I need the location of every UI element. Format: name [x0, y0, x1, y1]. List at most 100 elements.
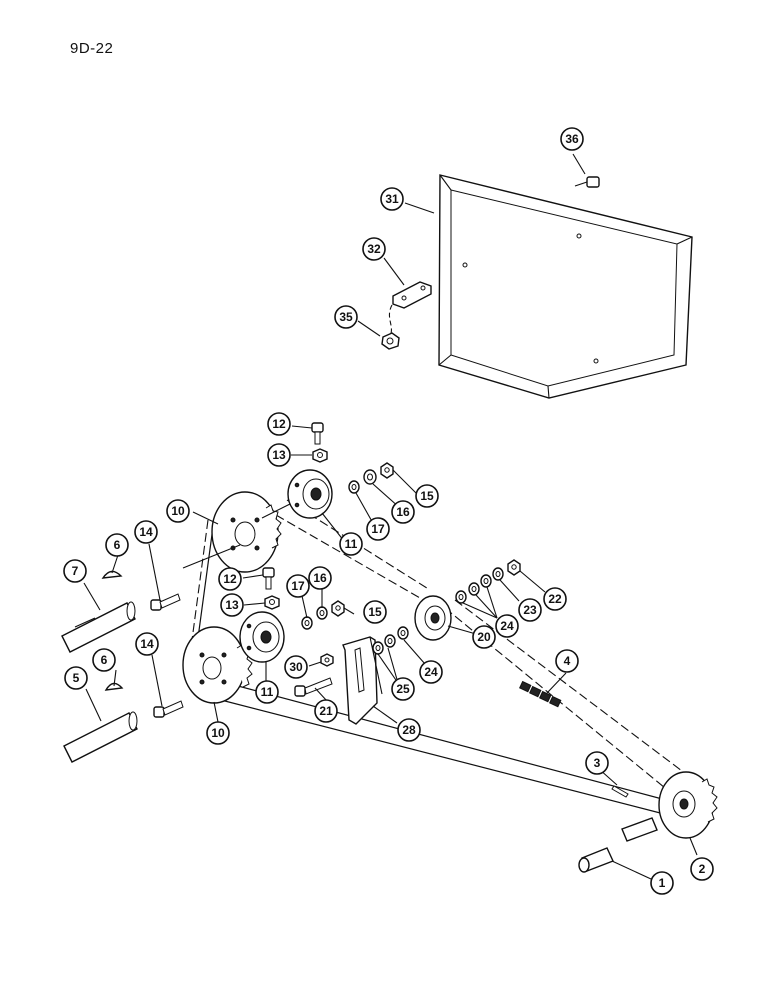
callout-30: 30 [284, 655, 308, 679]
shaft-5 [63, 711, 138, 763]
callout-24-upper: 24 [495, 614, 519, 638]
callout-21: 21 [314, 699, 338, 723]
callout-13-lower: 13 [220, 593, 244, 617]
svg-text:7: 7 [72, 564, 79, 578]
svg-text:3: 3 [594, 756, 601, 770]
svg-text:13: 13 [272, 448, 286, 462]
callout-31: 31 [380, 187, 404, 211]
svg-text:25: 25 [396, 682, 410, 696]
callout-23: 23 [518, 598, 542, 622]
callout-17-lower: 17 [286, 574, 310, 598]
bolt-14-lower [153, 700, 184, 718]
bracket-32 [388, 281, 432, 337]
bolt-12-upper [311, 422, 324, 445]
svg-text:16: 16 [396, 505, 410, 519]
svg-text:17: 17 [291, 579, 305, 593]
svg-text:12: 12 [272, 417, 286, 431]
callout-24-lower: 24 [419, 660, 443, 684]
bolt-12-lower [262, 567, 275, 590]
svg-text:23: 23 [523, 603, 537, 617]
svg-text:1: 1 [659, 876, 666, 890]
svg-text:35: 35 [339, 310, 353, 324]
svg-text:11: 11 [261, 685, 274, 699]
shaft-1 [578, 817, 658, 873]
callout-16-lower: 16 [308, 566, 332, 590]
svg-text:15: 15 [368, 605, 382, 619]
callout-12-upper: 12 [267, 412, 291, 436]
sprocket-drive-2 [658, 771, 718, 839]
callout-13-upper: 13 [267, 443, 291, 467]
svg-text:14: 14 [140, 637, 154, 651]
callout-1: 1 [650, 871, 674, 895]
svg-text:24: 24 [500, 619, 514, 633]
svg-text:36: 36 [565, 132, 579, 146]
svg-text:12: 12 [223, 572, 237, 586]
idler-sprocket-20 [397, 595, 452, 641]
nut-13-lower [264, 595, 280, 610]
drive-belt [220, 685, 669, 816]
svg-text:2: 2 [699, 862, 706, 876]
callout-17-upper: 17 [366, 517, 390, 541]
svg-text:13: 13 [225, 598, 239, 612]
svg-text:21: 21 [319, 704, 333, 718]
svg-text:6: 6 [114, 538, 121, 552]
svg-text:10: 10 [171, 504, 185, 518]
callout-22: 22 [543, 587, 567, 611]
callout-7: 7 [63, 559, 87, 583]
hub-lower [239, 611, 285, 663]
svg-text:32: 32 [367, 242, 381, 256]
callout-16-upper: 16 [391, 500, 415, 524]
leader-lines [83, 202, 698, 880]
chain-segment-4 [519, 680, 562, 708]
svg-text:4: 4 [564, 654, 571, 668]
callout-10-upper: 10 [166, 499, 190, 523]
svg-text:22: 22 [548, 592, 562, 606]
hardware-upper-far-right [455, 559, 521, 604]
hardware-upper-right [348, 462, 394, 494]
callout-20: 20 [472, 625, 496, 649]
nut-30 [320, 653, 334, 667]
callout-12-lower: 12 [218, 567, 242, 591]
svg-text:16: 16 [313, 571, 327, 585]
svg-text:10: 10 [211, 726, 225, 740]
key-3 [611, 785, 629, 798]
callout-10-lower: 10 [206, 721, 230, 745]
nut-13-upper [312, 448, 328, 463]
bolt-21 [294, 677, 333, 697]
callout-11-lower: 11 [255, 680, 279, 704]
hardware-lower-middle [301, 600, 345, 630]
callout-15-lower: 15 [363, 600, 387, 624]
callout-4: 4 [555, 649, 579, 673]
page-label: 9D-22 [70, 40, 114, 57]
callout-28: 28 [397, 718, 421, 742]
svg-text:14: 14 [139, 525, 153, 539]
callout-11-upper: 11 [339, 532, 363, 556]
svg-text:11: 11 [345, 537, 358, 551]
svg-text:24: 24 [424, 665, 438, 679]
guard-panel [438, 174, 693, 399]
bracket-28 [342, 636, 383, 725]
callout-6-upper: 6 [105, 533, 129, 557]
sprocket-upper [182, 491, 282, 573]
shaft-7 [61, 601, 136, 653]
svg-text:30: 30 [289, 660, 303, 674]
callout-15-upper: 15 [415, 484, 439, 508]
svg-text:5: 5 [73, 671, 80, 685]
svg-text:15: 15 [420, 489, 434, 503]
bolt-14-upper [150, 593, 181, 611]
callout-36: 35 [334, 305, 358, 329]
svg-text:20: 20 [477, 630, 491, 644]
bolt-35 [572, 153, 600, 188]
hub-upper [261, 469, 333, 519]
callout-2: 2 [690, 857, 714, 881]
nut-36 [381, 332, 400, 350]
svg-text:31: 31 [385, 192, 399, 206]
svg-text:17: 17 [371, 522, 385, 536]
svg-text:28: 28 [402, 723, 416, 737]
callout-14-upper: 14 [134, 520, 158, 544]
callout-6-lower: 6 [92, 648, 116, 672]
sprocket-lower [182, 626, 253, 704]
callout-25: 25 [391, 677, 415, 701]
svg-text:6: 6 [101, 653, 108, 667]
